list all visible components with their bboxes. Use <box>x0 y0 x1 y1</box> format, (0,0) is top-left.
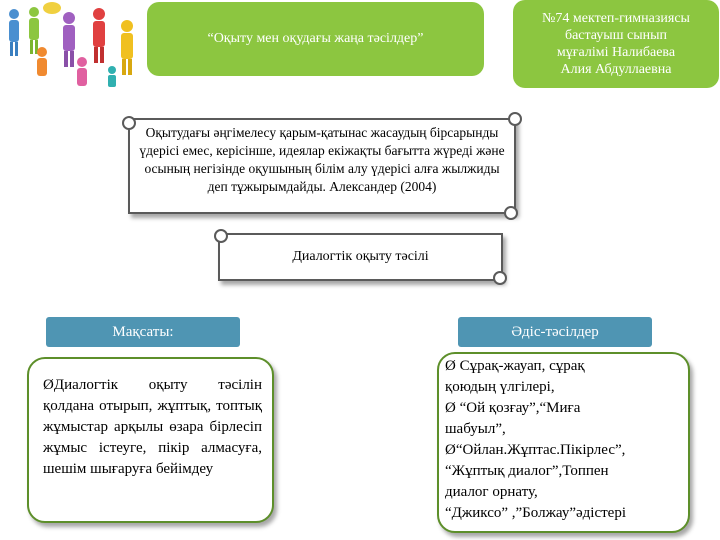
method-line: қоюдың үлгілері, <box>445 379 555 395</box>
quote-line: осының негізінде оқушының білім алу үдер… <box>144 161 500 176</box>
scroll-curl-icon <box>508 112 522 126</box>
goal-box: ØДиалогтік оқыту тәсілін қолдана отырып,… <box>27 357 274 523</box>
quote-scroll: Оқытудағы әңгімелесу қарым-қатынас жасау… <box>122 112 522 220</box>
quote-line: Оқытудағы әңгімелесу қарым-қатынас жасау… <box>145 125 499 140</box>
method-line: Ø Сұрақ-жауап, сұрақ <box>445 358 585 374</box>
author-line: Алия Абдуллаевна <box>560 62 672 77</box>
method-title: Диалогтік оқыту тәсілі <box>292 249 429 264</box>
scroll-curl-icon <box>493 271 507 285</box>
goal-heading: Мақсаты: <box>46 317 240 347</box>
methods-heading-label: Әдіс-тәсілдер <box>511 323 599 340</box>
methods-heading: Әдіс-тәсілдер <box>458 317 652 347</box>
page-title: “Оқыту мен оқудағы жаңа тәсілдер” <box>207 31 424 46</box>
author-line: бастауыш сынып <box>564 28 668 43</box>
quote-line: деп тұжырымдайды. Александер (2004) <box>207 179 437 194</box>
method-line: “Жұптық диалог”,Топпен <box>445 463 609 479</box>
quote-line: үдерісі емес, керісінше, идеялар екіжақт… <box>139 143 505 158</box>
arrow-bullet-icon: Ø <box>43 377 54 393</box>
method-line: шабуыл”, <box>445 421 506 437</box>
method-line: Ø “Ой қозғау”,“Миға <box>445 400 581 416</box>
method-title-scroll: Диалогтік оқыту тәсілі <box>214 229 507 285</box>
method-line: “Джиксо” ,”Болжау”әдістері <box>445 505 626 521</box>
methods-box: Ø Сұрақ-жауап, сұрақ қоюдың үлгілері, Ø … <box>437 352 690 533</box>
scroll-curl-icon <box>504 206 518 220</box>
author-line: №74 мектеп-гимназиясы <box>542 11 690 26</box>
people-icon <box>2 0 142 88</box>
title-box: “Оқыту мен оқудағы жаңа тәсілдер” <box>147 2 484 76</box>
goal-heading-label: Мақсаты: <box>112 323 174 340</box>
author-box: №74 мектеп-гимназиясы бастауыш сынып мұғ… <box>513 0 719 88</box>
goal-text: Диалогтік оқыту тәсілін қолдана отырып, … <box>43 377 262 477</box>
method-line: Ø“Ойлан.Жұптас.Пікірлес”, <box>445 442 626 458</box>
method-line: диалог орнату, <box>445 484 538 500</box>
scroll-curl-icon <box>122 116 136 130</box>
author-line: мұғалімі Налибаева <box>556 45 676 60</box>
scroll-curl-icon <box>214 229 228 243</box>
